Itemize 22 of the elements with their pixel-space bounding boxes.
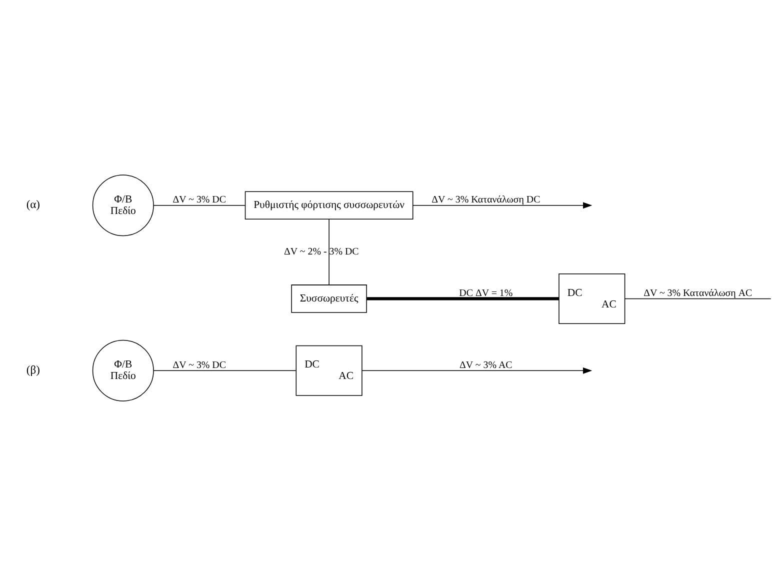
- label: (α): [26, 198, 40, 211]
- node-circle: Φ/B Πεδίο: [92, 339, 154, 401]
- connector: [328, 218, 330, 285]
- edge-label: ΔV ~ 3% DC: [172, 194, 226, 206]
- node-box: DC AC: [296, 344, 362, 396]
- connector: [153, 370, 296, 371]
- edge-label: ΔV ~ 3% DC: [172, 359, 226, 370]
- edge-label: DC ΔV = 1%: [459, 287, 513, 298]
- edge-label: ΔV ~ 3% Κατανάλωση DC: [432, 194, 540, 206]
- node-circle: Φ/B Πεδίο: [92, 174, 154, 236]
- edge-label: ΔV ~ 3% Κατανάλωση AC: [644, 287, 752, 298]
- label: (β): [26, 364, 40, 376]
- edge-label: ΔV ~ 2% - 3% DC: [284, 246, 359, 258]
- edge-label: ΔV ~ 3% AC: [460, 359, 512, 370]
- node-box: DC AC: [558, 272, 626, 324]
- node-box: Συσσωρευτές: [291, 284, 367, 312]
- connector: [366, 296, 559, 300]
- connector: [153, 204, 246, 206]
- arrow: [362, 366, 592, 374]
- connector: [624, 298, 772, 299]
- arrow: [412, 202, 592, 208]
- node-box: Ρυθμιστής φόρτισης συσσωρευτών: [244, 190, 414, 220]
